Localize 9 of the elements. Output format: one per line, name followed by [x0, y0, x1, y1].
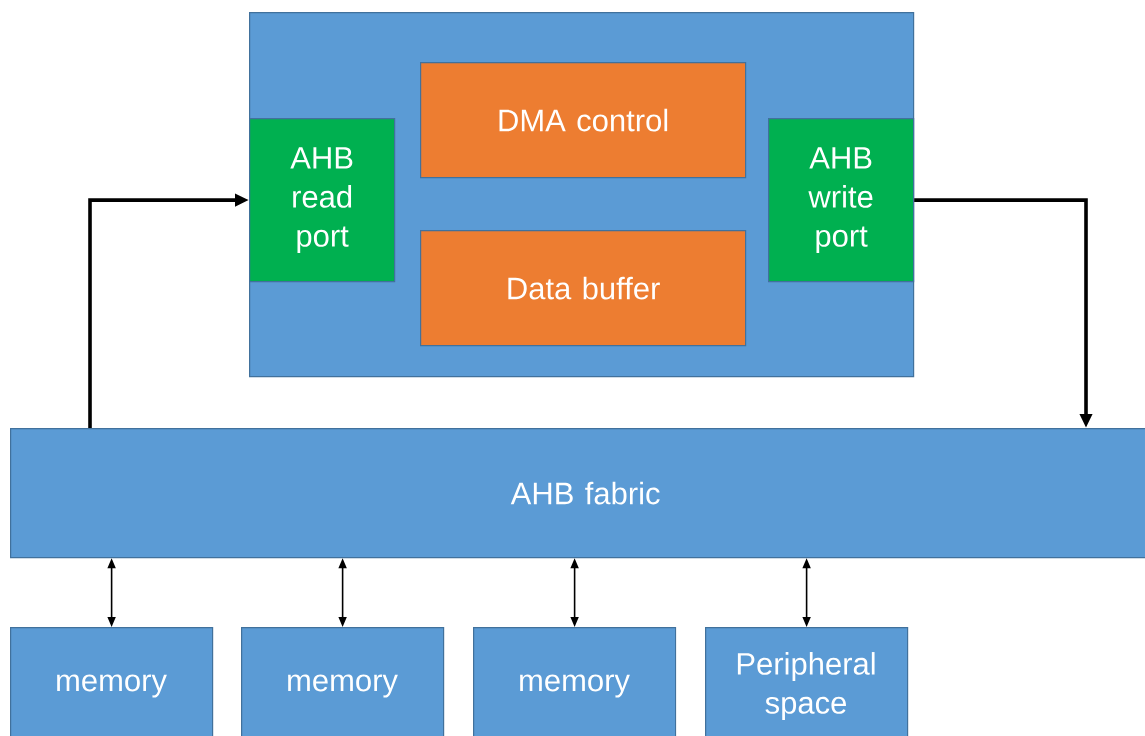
memory-box: memory: [473, 627, 677, 736]
buffer-box: Data buffer: [420, 230, 747, 347]
bus-bar: AHB fabric: [10, 428, 1145, 559]
peripheral-box: Peripheral space: [705, 627, 909, 736]
memory-box: memory: [10, 627, 214, 736]
control-box: DMA control: [420, 62, 747, 179]
port-box: AHB write port: [768, 118, 915, 283]
port-box: AHB read port: [249, 118, 396, 283]
memory-box: memory: [241, 627, 445, 736]
